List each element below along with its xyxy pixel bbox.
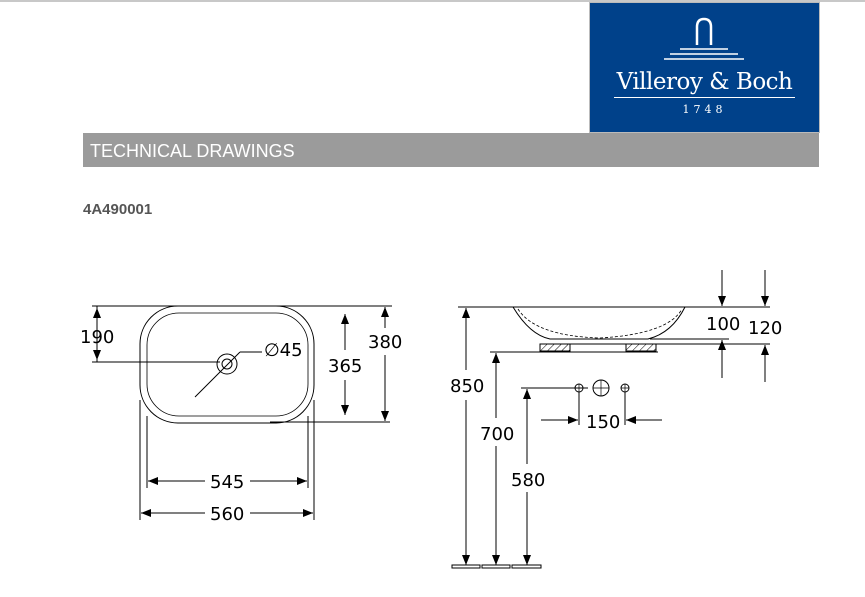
dim-545: 545 <box>210 472 244 493</box>
dim-drain-45: ∅45 <box>264 340 303 361</box>
dim-190: 190 <box>80 327 114 348</box>
top-border <box>0 0 865 2</box>
top-view <box>92 305 392 520</box>
dim-120: 120 <box>748 318 782 339</box>
dim-850: 850 <box>450 376 484 397</box>
section-header: TECHNICAL DRAWINGS <box>83 133 819 167</box>
dim-560: 560 <box>210 504 244 525</box>
dim-100: 100 <box>706 314 740 335</box>
logo-brand: Villeroy & Boch <box>616 69 793 95</box>
dim-580: 580 <box>511 470 545 491</box>
logo-year: 1748 <box>682 103 727 116</box>
dim-365: 365 <box>328 356 362 377</box>
product-code: 4A490001 <box>83 201 153 218</box>
dim-150: 150 <box>586 412 620 433</box>
dim-700: 700 <box>480 424 514 445</box>
villeroy-boch-logo: Villeroy & Boch 1748 <box>589 2 820 133</box>
side-view <box>451 270 770 569</box>
faucet-logo-icon <box>664 17 744 60</box>
dim-380: 380 <box>368 332 402 353</box>
section-title: TECHNICAL DRAWINGS <box>90 141 295 161</box>
